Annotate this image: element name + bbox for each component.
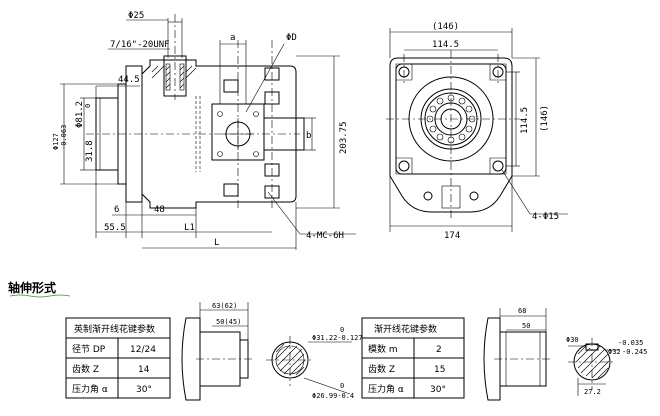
dim-27-2: 27.2 bbox=[584, 388, 601, 396]
table-1-value: 14 bbox=[138, 365, 150, 375]
table-2-value: 2 bbox=[436, 345, 442, 355]
dim-114-5-top: 114.5 bbox=[432, 40, 459, 50]
table-2-value: 15 bbox=[434, 365, 445, 375]
front-view: Φ25 7/16"-20UNF a ΦD 44.5 Φ127 -0.063 Φ8… bbox=[52, 11, 356, 250]
dim-phi81: Φ81.2 bbox=[75, 101, 85, 128]
dim-50: 50(45) bbox=[216, 318, 241, 326]
dim-L1: L1 bbox=[184, 223, 195, 233]
dim-tol-81: 0 bbox=[84, 104, 92, 108]
spline-2-table: 渐开线花键参数 模数 m 2 齿数 Z 15 压力角 α 30° bbox=[361, 317, 465, 399]
table-1-label: 压力角 α bbox=[72, 383, 108, 395]
dim-spline-od: Φ31.22-0.127 bbox=[312, 334, 363, 342]
pump-body-outline bbox=[141, 59, 297, 209]
dim-phiD: ΦD bbox=[286, 33, 297, 43]
dim-phi25: Φ25 bbox=[128, 11, 144, 21]
dim-114-5-side: 114.5 bbox=[520, 107, 530, 134]
keyed-shaft: 68 50 Φ30 Φ32 -0.035 -0.245 27.2 bbox=[483, 307, 647, 401]
dim-a: a bbox=[230, 33, 235, 43]
table-1-value: 30° bbox=[136, 385, 152, 395]
dim-146-top: (146) bbox=[432, 22, 459, 32]
note-port: 4-MC-6H bbox=[306, 231, 344, 241]
table-1-label: 齿数 Z bbox=[72, 363, 99, 375]
dim-spline-id-tol: 0 bbox=[340, 382, 344, 390]
table-2-value: 30° bbox=[430, 385, 446, 395]
dim-L: L bbox=[214, 238, 219, 248]
mount-holes bbox=[395, 63, 507, 175]
dim-phi127: Φ127 bbox=[52, 133, 60, 150]
table-2-label: 模数 m bbox=[368, 343, 398, 355]
dim-thread: 7/16"-20UNF bbox=[110, 40, 170, 50]
table-1-label: 径节 DP bbox=[72, 343, 106, 355]
table-2-label: 齿数 Z bbox=[368, 363, 395, 375]
dim-63: 63(62) bbox=[212, 302, 237, 310]
table-2-title: 渐开线花键参数 bbox=[374, 323, 437, 335]
spline-1-table: 英制渐开线花键参数 径节 DP 12/24 齿数 Z 14 压力角 α 30° bbox=[65, 317, 171, 399]
table-2-label: 压力角 α bbox=[368, 383, 404, 395]
dim-6: 6 bbox=[114, 205, 119, 215]
dim-50b: 50 bbox=[522, 322, 530, 330]
section-title: 轴伸形式 bbox=[8, 280, 56, 295]
dim-48: 48 bbox=[154, 205, 165, 215]
note-holes: 4-Φ15 bbox=[532, 212, 559, 222]
dim-55-5: 55.5 bbox=[104, 223, 126, 233]
dim-phi32: Φ32 bbox=[608, 348, 621, 356]
side-body-outline bbox=[389, 57, 513, 213]
table-1-title: 英制渐开线花键参数 bbox=[74, 323, 155, 335]
dim-tol-b: -0.245 bbox=[622, 348, 647, 356]
dim-b: b bbox=[306, 131, 311, 141]
dim-phi30: Φ30 bbox=[566, 336, 579, 344]
side-view: (146) 114.5 114.5 (146) 4-Φ15 174 bbox=[386, 22, 568, 241]
dim-spline-od-tol: 0 bbox=[340, 326, 344, 334]
dim-68: 68 bbox=[518, 307, 526, 315]
dim-spline-id: Φ26.99-0.4 bbox=[312, 392, 354, 400]
dim-tol-127: -0.063 bbox=[60, 125, 68, 150]
table-1-value: 12/24 bbox=[130, 345, 156, 355]
dim-174: 174 bbox=[444, 231, 460, 241]
dim-146-side: (146) bbox=[540, 105, 550, 132]
dim-tol-a: -0.035 bbox=[618, 339, 643, 347]
dim-31-8: 31.8 bbox=[85, 140, 95, 162]
dim-203-75: 203.75 bbox=[339, 121, 349, 154]
spline-shaft-1: 63(62) 50(45) Φ31.22-0.127 0 Φ26.99-0.4 … bbox=[65, 302, 363, 401]
dim-44-5: 44.5 bbox=[118, 75, 140, 85]
